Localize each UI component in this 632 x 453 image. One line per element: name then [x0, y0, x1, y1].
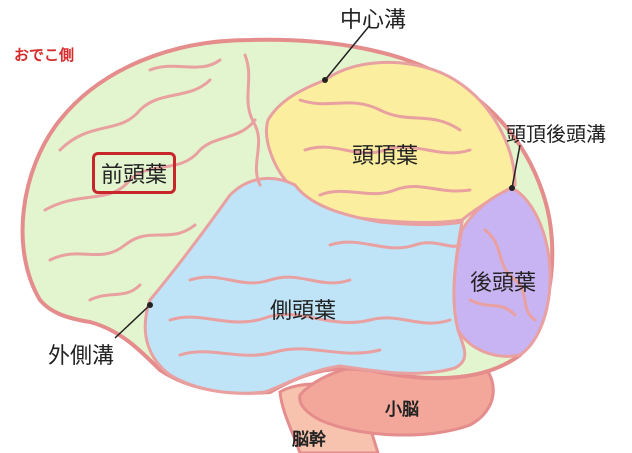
lateral-sulcus-dot	[147, 302, 153, 308]
parieto-occipital-sulcus-label: 頭頂後頭溝	[506, 122, 606, 146]
lateral-sulcus-label: 外側溝	[48, 344, 115, 369]
central-sulcus-label: 中心溝	[340, 8, 407, 33]
lateral-sulcus-pointer	[114, 304, 151, 339]
temporal-lobe-shape	[143, 176, 467, 395]
temporal-lobe-label: 側頭葉	[270, 299, 337, 324]
occipital-lobe-label: 後頭葉	[470, 271, 537, 296]
gyri-lines	[43, 53, 537, 357]
parieto-occipital-dot	[509, 185, 515, 191]
central-sulcus-pointer	[324, 24, 371, 81]
forehead-side-label: おでこ側	[14, 46, 75, 64]
parieto-occipital-pointer	[511, 144, 521, 189]
cerebellum-label: 小脳	[385, 400, 419, 420]
parietal-lobe-label: 頭頂葉	[352, 144, 419, 169]
central-sulcus-dot	[322, 77, 328, 83]
frontal-lobe-label: 前頭葉	[92, 152, 177, 194]
brainstem-label: 脳幹	[292, 430, 326, 450]
